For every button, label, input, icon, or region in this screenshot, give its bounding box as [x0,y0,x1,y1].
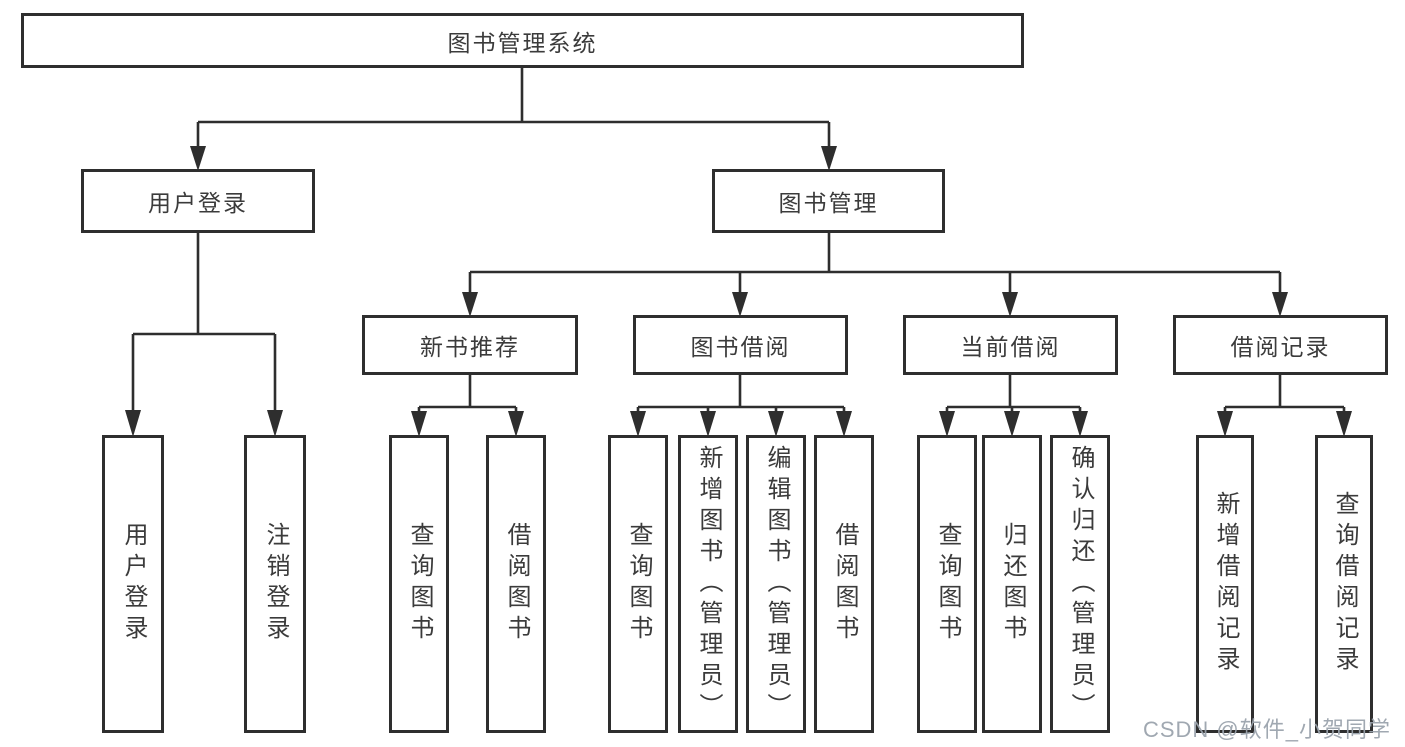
leaf-confirm-return-admin: 确认归还（管理员） [1050,435,1110,733]
leaf-borrow-books-recommend-label: 借阅图书 [503,522,530,646]
leaf-add-books-admin-label: 新增图书（管理员） [695,444,722,724]
node-new-book-recommend: 新书推荐 [362,315,578,375]
leaf-borrow-books-recommend: 借阅图书 [486,435,546,733]
node-user-login-label: 用户登录 [148,190,248,216]
leaf-borrow-books-label: 借阅图书 [831,522,858,646]
leaf-query-books-recommend-label: 查询图书 [406,522,433,646]
leaf-user-login-label: 用户登录 [120,522,147,646]
leaf-query-books-borrowing-label: 查询图书 [625,522,652,646]
leaf-query-books-borrowing: 查询图书 [608,435,668,733]
node-current-borrowing-label: 当前借阅 [960,334,1061,360]
leaf-return-books-label: 归还图书 [999,522,1026,646]
leaf-query-borrow-record: 查询借阅记录 [1315,435,1373,733]
leaf-logout: 注销登录 [244,435,306,733]
leaf-query-books-current: 查询图书 [917,435,977,733]
node-borrow-records: 借阅记录 [1173,315,1388,375]
leaf-query-books-current-label: 查询图书 [934,522,961,646]
node-borrow-records-label: 借阅记录 [1230,334,1331,360]
leaf-confirm-return-admin-label: 确认归还（管理员） [1067,444,1094,724]
node-user-login: 用户登录 [81,169,315,233]
leaf-return-books: 归还图书 [982,435,1042,733]
node-book-management: 图书管理 [712,169,945,233]
leaf-edit-books-admin: 编辑图书（管理员） [746,435,806,733]
leaf-query-borrow-record-label: 查询借阅记录 [1331,491,1358,677]
node-book-borrowing: 图书借阅 [633,315,848,375]
leaf-borrow-books: 借阅图书 [814,435,874,733]
node-book-management-label: 图书管理 [778,190,879,216]
leaf-add-borrow-record-label: 新增借阅记录 [1212,491,1239,677]
node-root-library-system: 图书管理系统 [21,13,1024,68]
csdn-watermark: CSDN @软件_小贺同学 [1142,717,1391,742]
leaf-add-books-admin: 新增图书（管理员） [678,435,738,733]
leaf-query-books-recommend: 查询图书 [389,435,449,733]
node-new-book-recommend-label: 新书推荐 [420,334,520,360]
leaf-add-borrow-record: 新增借阅记录 [1196,435,1254,733]
leaf-edit-books-admin-label: 编辑图书（管理员） [763,444,790,724]
node-book-borrowing-label: 图书借阅 [690,334,791,360]
leaf-logout-label: 注销登录 [262,522,289,646]
node-root-label: 图书管理系统 [447,29,598,56]
leaf-user-login: 用户登录 [102,435,164,733]
node-current-borrowing: 当前借阅 [903,315,1118,375]
